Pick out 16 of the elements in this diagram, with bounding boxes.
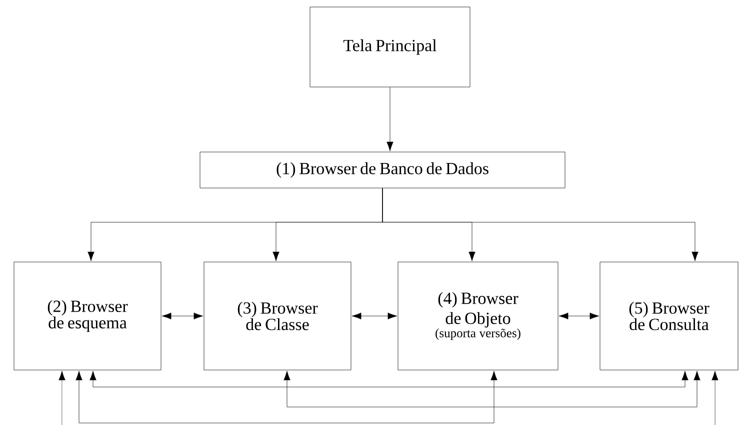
arrow [352, 312, 398, 320]
arrow [162, 312, 204, 320]
arrow [382, 188, 698, 262]
process-box: (2) Browser de esquema [14, 262, 162, 370]
arrow [558, 312, 600, 320]
arrow [386, 87, 394, 152]
process-box: Tela Principal [310, 6, 470, 88]
process-box: (4) Browser de Objeto (suporta versões) [398, 262, 558, 370]
process-box: (3) Browser de Classe [204, 262, 352, 370]
arrow [90, 370, 688, 388]
process-box: (1) Browser de Banco de Dados [200, 152, 566, 188]
arrow [284, 370, 700, 408]
arrow [712, 370, 718, 425]
arrow [58, 370, 66, 425]
process-box: (5) Browser de Consulta [600, 262, 738, 370]
arrow [76, 370, 498, 424]
